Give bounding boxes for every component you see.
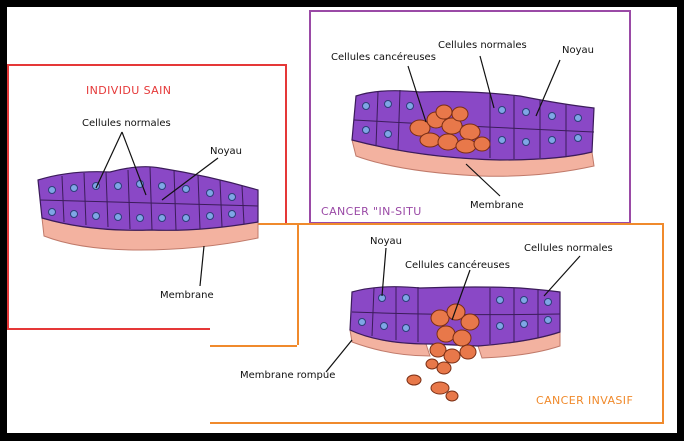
label-invasif-cellules-normales: Cellules normales: [524, 243, 613, 254]
label-invasif-membrane-rompue: Membrane rompue: [240, 370, 335, 381]
healthy-cell-layer: [38, 167, 258, 231]
title-individu-sain: INDIVIDU SAIN: [86, 84, 171, 97]
label-sain-noyau: Noyau: [210, 146, 242, 157]
label-insitu-noyau: Noyau: [562, 45, 594, 56]
label-insitu-cellules-cancereuses: Cellules cancéreuses: [331, 52, 436, 63]
title-cancer-in-situ: CANCER "IN-SITU: [321, 205, 422, 218]
label-sain-cellules-normales: Cellules normales: [82, 118, 171, 129]
title-cancer-invasif: CANCER INVASIF: [536, 394, 633, 407]
label-insitu-cellules-normales: Cellules normales: [438, 40, 527, 51]
label-sain-membrane: Membrane: [160, 290, 214, 301]
label-invasif-noyau: Noyau: [370, 236, 402, 247]
label-invasif-cellules-cancereuses: Cellules cancéreuses: [405, 260, 510, 271]
label-insitu-membrane: Membrane: [470, 200, 524, 211]
insitu-tissue: [352, 56, 594, 196]
